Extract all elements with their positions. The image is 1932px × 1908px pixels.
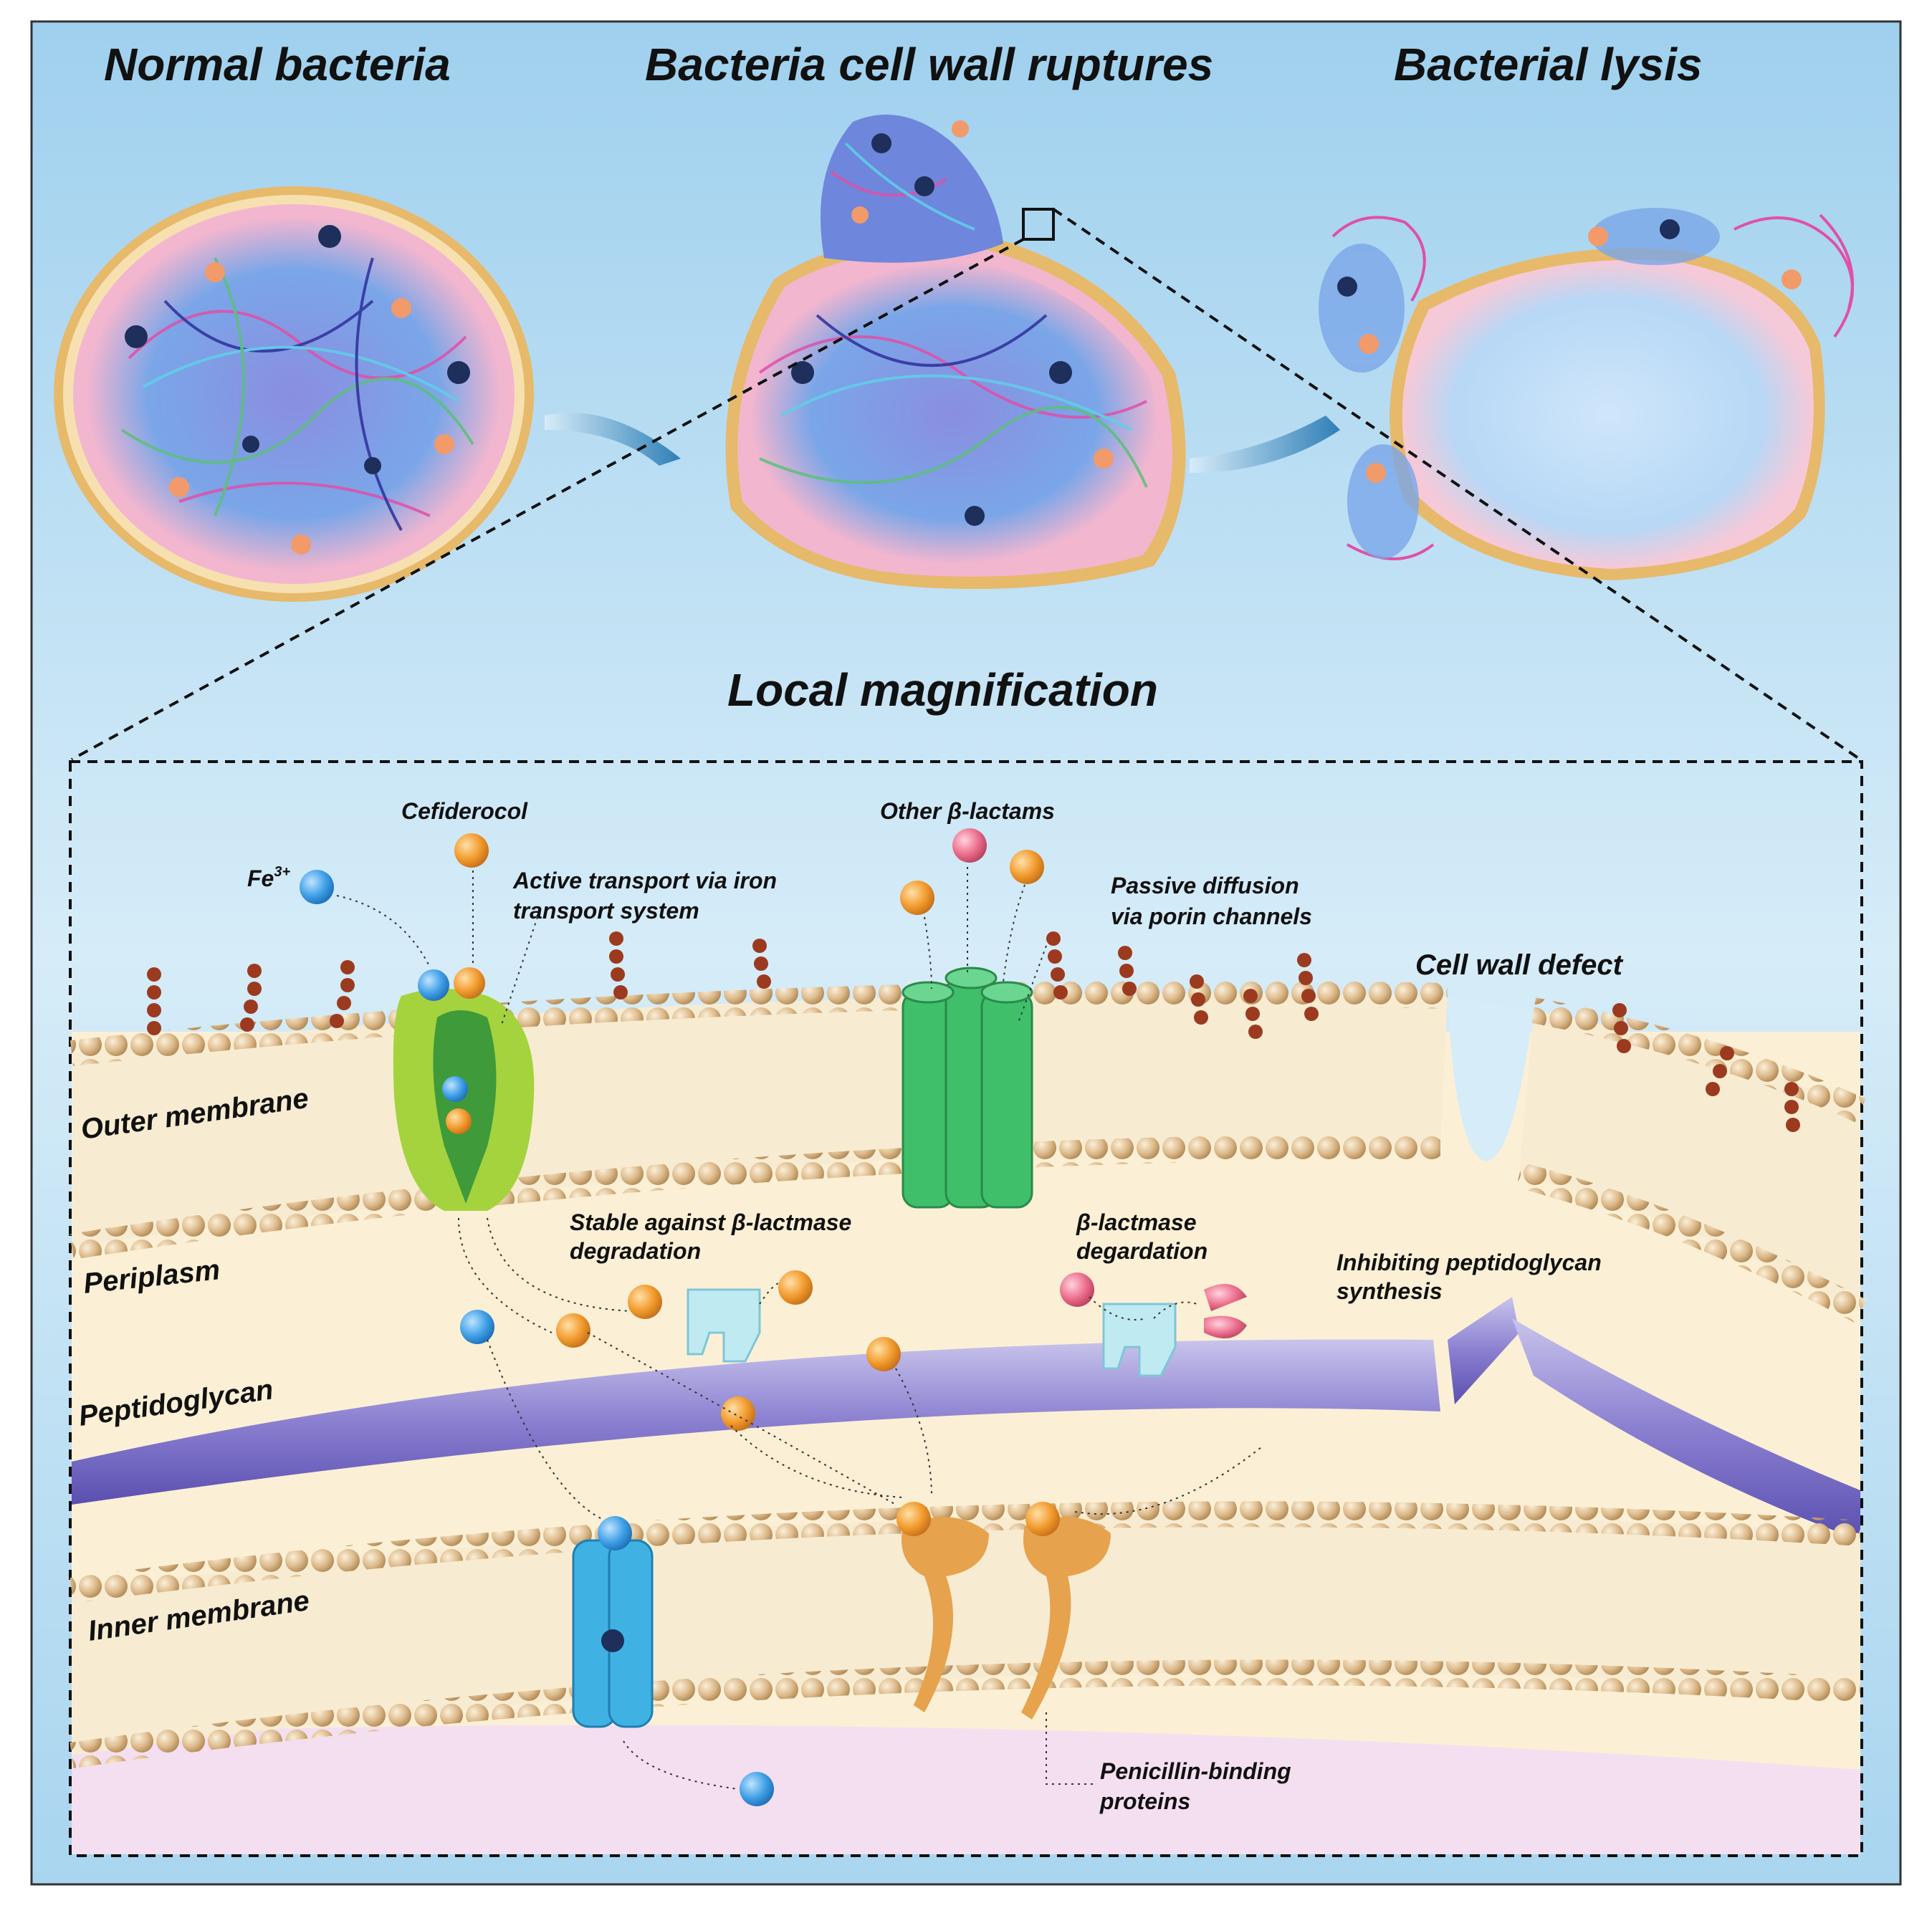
label-other-beta-lactams: Other β-lactams [880,798,1055,824]
label-active-transport-2: transport system [513,898,699,924]
normal-bacteria-cell [54,186,534,602]
label-pbp-1: Penicillin-binding [1100,1758,1291,1784]
label-passive-diffusion-1: Passive diffusion [1111,873,1299,898]
label-inhibiting-1: Inhibiting peptidoglycan [1336,1250,1602,1275]
porin-channels [902,967,1033,1209]
beta-lactamase-enzymes [687,1288,1177,1377]
magnification-box [1022,208,1055,241]
cell-wall-defect-notch [1448,996,1534,1161]
label-iron: Fe3+ [247,864,290,891]
iron-transport-system [393,967,535,1211]
label-stable-2: degradation [570,1238,701,1264]
label-cell-wall-defect: Cell wall defect [1415,949,1624,981]
penicillin-binding-proteins [896,1502,1111,1720]
membrane-panel: Outer membrane Periplasm Peptidoglycan I… [70,798,1867,1854]
rupturing-bacteria-cell [725,115,1186,589]
magnification-line-right [1052,208,1862,761]
progress-arrow-2 [1190,416,1340,473]
peptidoglycan-broken [1512,1318,1860,1540]
label-stable-1: Stable against β-lactmase [570,1209,851,1235]
label-cefiderocol: Cefiderocol [401,798,528,824]
label-passive-diffusion-2: via porin channels [1111,903,1312,929]
inner-transporter [572,1516,654,1728]
pathway-guides [336,867,1262,1790]
lysis-bacteria-cell [1319,208,1854,580]
free-antibiotic-molecules [300,828,1094,1806]
label-active-transport-1: Active transport via iron [512,868,777,893]
progress-arrow-1 [545,413,681,466]
label-iron-charge: 3+ [274,864,290,880]
title-cell-wall-ruptures: Bacteria cell wall ruptures [645,39,1213,90]
label-degradation-1: β-lactmase [1076,1209,1197,1235]
label-pbp-2: proteins [1099,1788,1190,1814]
local-magnification-title: Local magnification [727,664,1158,716]
magnification-line-left [71,238,1024,761]
label-iron-symbol: Fe [247,866,274,891]
magnification-panel [69,760,1863,1857]
degraded-beta-lactam [1204,1284,1247,1338]
label-inhibiting-2: synthesis [1336,1278,1443,1304]
title-normal-bacteria: Normal bacteria [104,39,451,90]
lps-chains [147,931,1800,1132]
label-degradation-2: degardation [1076,1238,1208,1264]
peptidoglycan-layer [72,1339,1440,1505]
title-bacterial-lysis: Bacterial lysis [1394,39,1703,90]
